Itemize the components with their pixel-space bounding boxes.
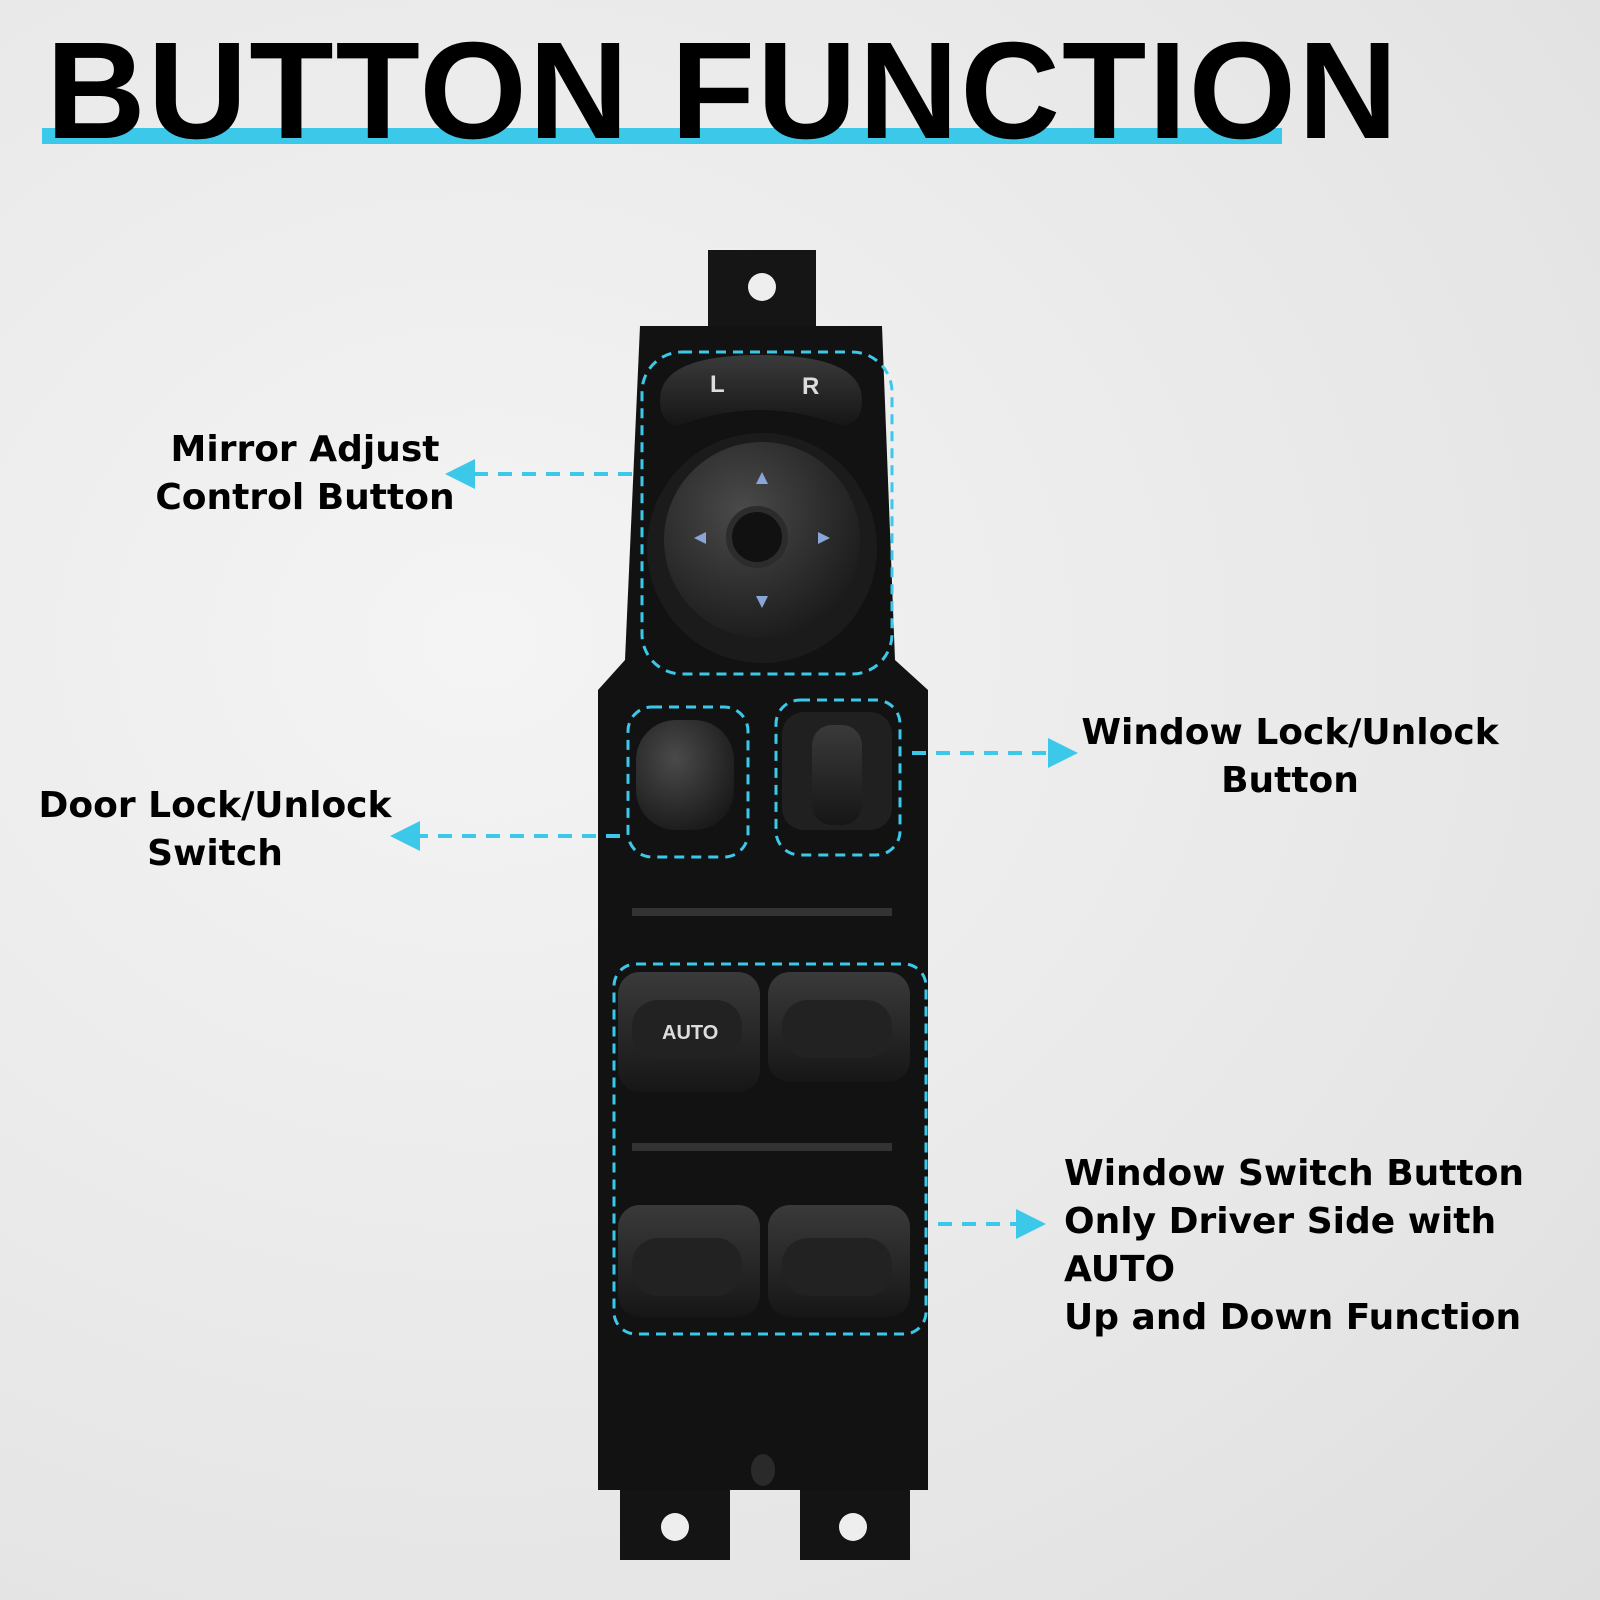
callout-boxes	[612, 350, 928, 1336]
window-switch-rear-right[interactable]	[768, 1205, 910, 1317]
mount-hole	[748, 273, 776, 301]
label-line: Switch	[147, 833, 283, 874]
label-line: Window Switch Button	[1064, 1153, 1525, 1194]
mount-hole	[661, 1513, 689, 1541]
callout-arrowheads	[390, 459, 1078, 1239]
mirror-direction-pad[interactable]	[647, 433, 877, 663]
arrow-up-icon	[756, 472, 768, 484]
window-switch-driver-auto[interactable]: AUTO	[618, 972, 760, 1092]
mount-hole	[839, 1513, 867, 1541]
window-lock-button[interactable]	[782, 712, 892, 830]
arrow-down-icon	[756, 596, 768, 608]
arrow-left-icon	[445, 459, 475, 489]
mirror-lr-selector[interactable]: L R	[660, 355, 862, 425]
label-line: Door Lock/Unlock	[38, 785, 392, 826]
door-lock-switch[interactable]	[636, 720, 734, 830]
label-line: Up and Down Function	[1064, 1297, 1522, 1338]
callout-lines	[418, 472, 1050, 1226]
arrow-left-icon	[390, 821, 420, 851]
arrow-left-icon	[694, 532, 706, 544]
mirror-adjust-label: Mirror Adjust Control Button	[150, 426, 460, 522]
label-line: Window Lock/Unlock	[1081, 712, 1499, 753]
arrow-right-icon	[818, 532, 830, 544]
window-switch-label: Window Switch Button Only Driver Side wi…	[1064, 1150, 1594, 1342]
page-title: BUTTON FUNCTION	[46, 14, 1400, 168]
title-underline	[42, 128, 1282, 144]
right-mirror-label: R	[802, 373, 819, 400]
window-switch-rear-left[interactable]	[618, 1205, 760, 1317]
auto-label: AUTO	[662, 1022, 718, 1044]
arrow-right-icon	[1016, 1209, 1046, 1239]
left-mirror-label: L	[710, 371, 725, 398]
label-line: Button	[1221, 760, 1359, 801]
window-lock-label: Window Lock/Unlock Button	[1080, 709, 1500, 805]
label-line: Mirror Adjust	[170, 429, 440, 470]
door-lock-label: Door Lock/Unlock Switch	[30, 782, 400, 878]
label-line: Only Driver Side with AUTO	[1064, 1201, 1497, 1290]
window-switch-passenger[interactable]	[768, 972, 910, 1082]
label-line: Control Button	[155, 477, 455, 518]
arrow-right-icon	[1048, 738, 1078, 768]
